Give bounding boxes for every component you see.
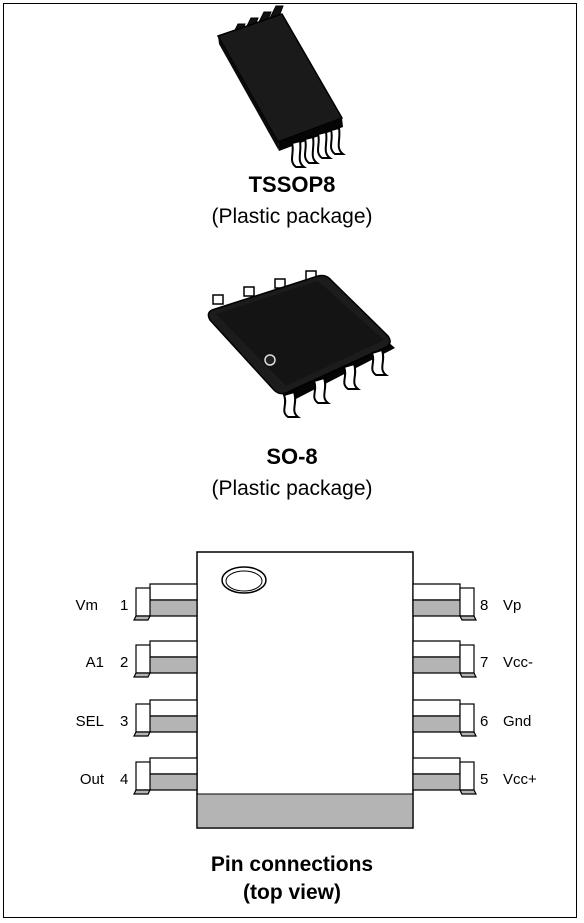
tssop8-subtitle: (Plastic package): [211, 205, 373, 228]
pin-num-right-8: 8: [480, 597, 489, 614]
pin-num-right-6: 6: [480, 713, 489, 730]
pin-name-left-2: A1: [85, 654, 104, 671]
pin-name-right-8: Vp: [503, 597, 522, 614]
pin-num-left-1: 1: [120, 597, 129, 614]
pin-num-left-2: 2: [120, 654, 129, 671]
pin-name-left-3: SEL: [75, 713, 104, 730]
left-leads: [133, 583, 198, 795]
right-leads: [412, 583, 477, 795]
figure-frame: [3, 3, 577, 918]
pinout-caption-line2: (top view): [243, 881, 341, 904]
so8-package-image: [207, 270, 395, 418]
pin-num-right-7: 7: [480, 654, 489, 671]
pin-name-right-5: Vcc+: [503, 771, 537, 788]
pin-name-left-4: Out: [79, 771, 104, 788]
pinout-caption-line1: Pin connections: [210, 853, 374, 876]
chip-outline: [196, 551, 414, 829]
pin-name-left-1: Vm: [75, 597, 99, 614]
so8-title: SO-8: [266, 444, 318, 469]
tssop8-title: TSSOP8: [248, 172, 336, 197]
so8-subtitle: (Plastic package): [211, 477, 373, 500]
pin-num-left-3: 3: [120, 713, 129, 730]
pin-name-right-7: Vcc-: [503, 654, 533, 671]
pin-num-right-5: 5: [480, 771, 489, 788]
tssop8-package-image: [216, 5, 346, 168]
chip-bottom-shade: [198, 794, 412, 827]
pin-name-right-6: Gnd: [503, 713, 532, 730]
pin-num-left-4: 4: [120, 771, 129, 788]
